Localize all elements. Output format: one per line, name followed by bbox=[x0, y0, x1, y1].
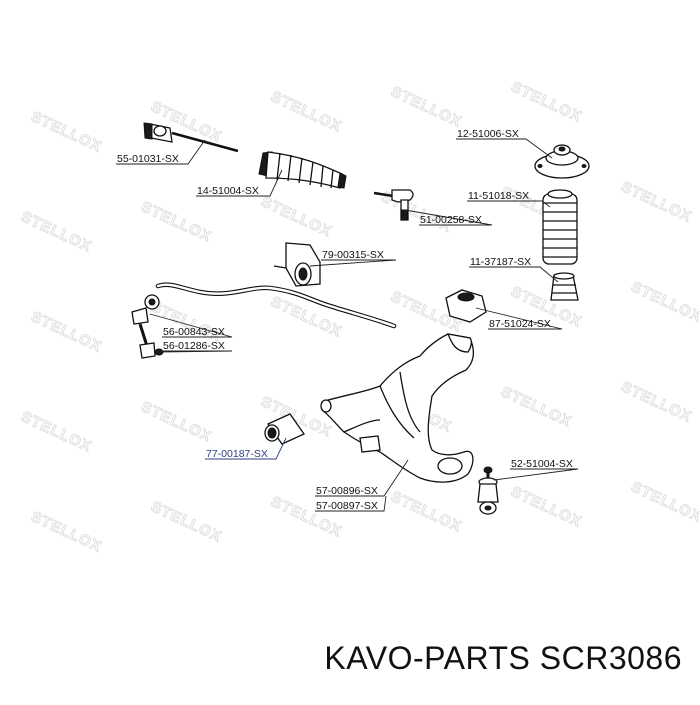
watermark-text: STELLOX bbox=[268, 293, 344, 341]
part-label[interactable]: 57-00897-SX bbox=[316, 500, 378, 512]
stabilizer-link-drawing bbox=[131, 294, 164, 359]
part-label[interactable]: 14-51004-SX bbox=[197, 185, 259, 197]
watermark-text: STELLOX bbox=[148, 298, 224, 346]
part-label-highlighted[interactable]: 77-00187-SX bbox=[206, 448, 268, 460]
watermark-text: STELLOX bbox=[628, 478, 700, 526]
part-label[interactable]: 12-51006-SX bbox=[457, 128, 519, 140]
watermark-text: STELLOX bbox=[508, 78, 584, 126]
part-label[interactable]: 57-00896-SX bbox=[316, 485, 378, 497]
part-label[interactable]: 11-37187-SX bbox=[470, 256, 531, 268]
strut-boot-drawing bbox=[542, 189, 578, 265]
part-label[interactable]: 52-51004-SX bbox=[511, 458, 573, 470]
stabilizer-bushing-drawing bbox=[273, 242, 321, 287]
footer-part-number: SCR3086 bbox=[539, 640, 682, 676]
part-label[interactable]: 56-00843-SX bbox=[163, 326, 225, 338]
bump-stop-drawing bbox=[550, 272, 579, 301]
footer-caption: KAVO-PARTS SCR3086 bbox=[0, 640, 682, 684]
watermark-text: STELLOX bbox=[508, 483, 584, 531]
steering-boot-drawing bbox=[258, 151, 347, 189]
watermark-text: STELLOX bbox=[18, 208, 94, 256]
arm-bushing-drawing bbox=[445, 289, 487, 323]
strut-mount-drawing bbox=[534, 144, 590, 179]
leader-lines bbox=[116, 138, 579, 512]
watermark-text: STELLOX bbox=[268, 88, 344, 136]
part-label[interactable]: 11-51018-SX bbox=[468, 190, 529, 202]
part-label[interactable]: 51-00258-SX bbox=[420, 214, 482, 226]
watermark-text: STELLOX bbox=[28, 108, 104, 156]
part-label[interactable]: 55-01031-SX bbox=[117, 153, 179, 165]
watermark-text: STELLOX bbox=[258, 193, 334, 241]
watermark-text: STELLOX bbox=[388, 83, 464, 131]
part-labels: 55-01031-SX 14-51004-SX 12-51006-SX 11-5… bbox=[117, 128, 573, 512]
tie-rod-end-drawing bbox=[373, 189, 414, 221]
part-label[interactable]: 79-00315-SX bbox=[322, 249, 384, 261]
footer-brand: KAVO-PARTS bbox=[324, 640, 531, 676]
watermark-text: STELLOX bbox=[498, 383, 574, 431]
watermark-text: STELLOX bbox=[138, 398, 214, 446]
watermark-text: STELLOX bbox=[618, 178, 694, 226]
watermark-text: STELLOX bbox=[148, 498, 224, 546]
tie-rod-drawing bbox=[143, 122, 239, 153]
watermark-text: STELLOX bbox=[28, 508, 104, 556]
watermark-text: STELLOX bbox=[388, 488, 464, 536]
watermark-text: STELLOX bbox=[628, 278, 700, 326]
lower-control-arm-drawing bbox=[320, 333, 475, 483]
part-label[interactable]: 87-51024-SX bbox=[489, 318, 551, 330]
watermark-text: STELLOX bbox=[138, 198, 214, 246]
ball-joint-drawing bbox=[477, 466, 499, 515]
watermark-text: STELLOX bbox=[28, 308, 104, 356]
watermark-text: STELLOX bbox=[618, 378, 694, 426]
watermark-text: STELLOX bbox=[18, 408, 94, 456]
highlighted-bushing-drawing bbox=[264, 413, 305, 445]
stabilizer-bar-drawing bbox=[155, 282, 397, 329]
part-label[interactable]: 56-01286-SX bbox=[163, 340, 225, 352]
